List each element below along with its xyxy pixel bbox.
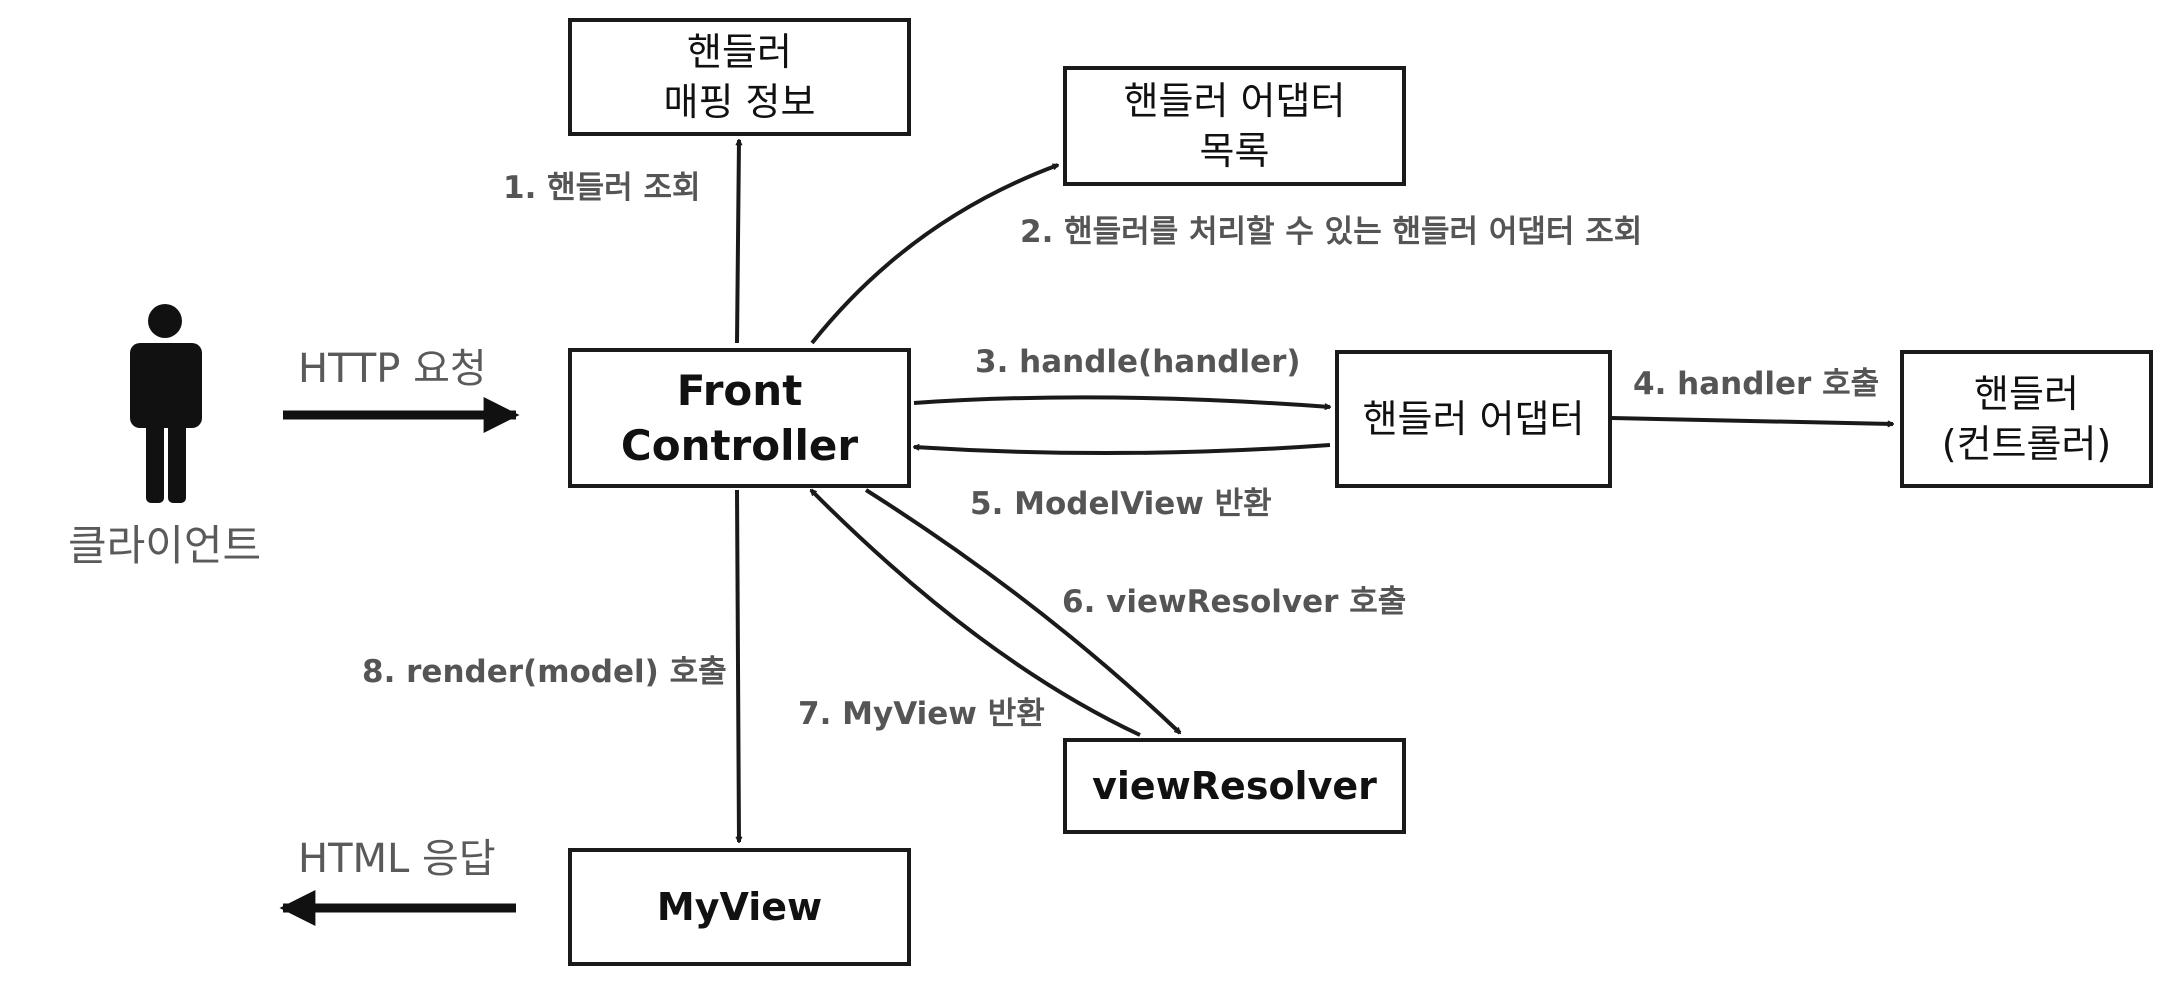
step5-arrow xyxy=(914,443,1331,456)
view-resolver-box: viewResolver xyxy=(1063,738,1406,834)
step8-arrow xyxy=(735,489,739,842)
step4-arrow xyxy=(1611,416,1893,424)
step6-arrow xyxy=(864,488,1180,735)
http-request-label: HTTP 요청 xyxy=(298,346,487,392)
handler-mapping-box: 핸들러 매핑 정보 xyxy=(568,18,911,136)
step5-label: 5. ModelView 반환 xyxy=(970,486,1272,522)
person-icon xyxy=(130,304,202,503)
step3-label: 3. handle(handler) xyxy=(975,344,1301,380)
my-view-box: MyView xyxy=(568,848,911,966)
step7-arrow xyxy=(811,490,1141,737)
handler-box: 핸들러 (컨트롤러) xyxy=(1900,350,2153,488)
client-label: 클라이언트 xyxy=(68,521,262,570)
step7-label: 7. MyView 반환 xyxy=(798,696,1045,732)
step4-label: 4. handler 호출 xyxy=(1633,366,1880,402)
step8-label: 8. render(model) 호출 xyxy=(362,654,727,690)
step2-arrow xyxy=(810,163,1058,345)
html-response-label: HTML 응답 xyxy=(298,836,496,882)
front-controller-box: Front Controller xyxy=(568,348,911,488)
adapter-list-box: 핸들러 어댑터 목록 xyxy=(1063,66,1406,186)
handler-adapter-box: 핸들러 어댑터 xyxy=(1335,350,1612,488)
step1-label: 1. 핸들러 조회 xyxy=(503,170,701,206)
step6-label: 6. viewResolver 호출 xyxy=(1062,584,1407,620)
step1-arrow xyxy=(735,140,739,344)
step2-label: 2. 핸들러를 처리할 수 있는 핸들러 어댑터 조회 xyxy=(1020,214,1643,250)
step3-arrow xyxy=(913,395,1330,407)
